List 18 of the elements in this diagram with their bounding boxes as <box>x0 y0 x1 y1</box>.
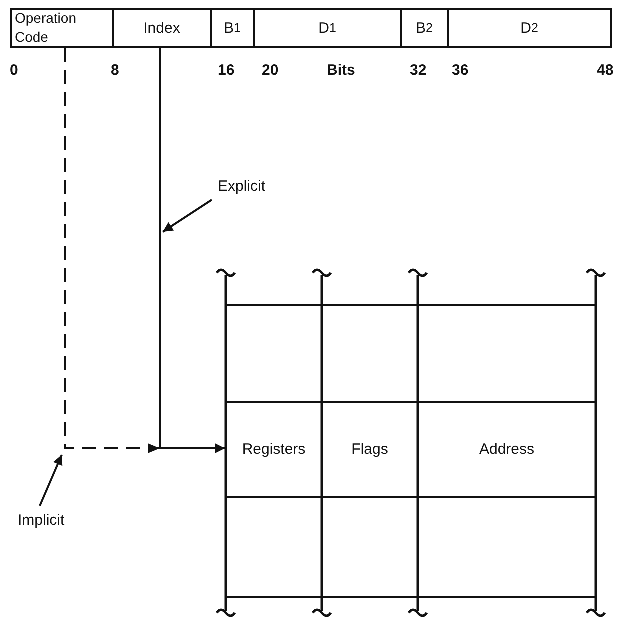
table-cell: Address <box>418 402 596 497</box>
bit-label: 36 <box>452 62 469 79</box>
instruction-field: Index <box>112 8 212 48</box>
table-cell: Flags <box>322 402 418 497</box>
callout-label: Explicit <box>218 178 298 198</box>
bit-label: 0 <box>10 62 18 79</box>
bit-label: 8 <box>111 62 120 79</box>
arrow <box>159 48 225 454</box>
table-cell: Registers <box>226 402 322 497</box>
bit-label: 48 <box>597 62 614 79</box>
instruction-field: Operation Code <box>10 8 114 48</box>
leader-line <box>39 454 63 506</box>
bit-label: 16 <box>218 62 235 79</box>
bit-label: 32 <box>410 62 427 79</box>
bit-label: Bits <box>327 62 356 79</box>
leader-line <box>162 199 213 233</box>
callout-label: Implicit <box>18 512 88 532</box>
bit-label: 20 <box>262 62 279 79</box>
